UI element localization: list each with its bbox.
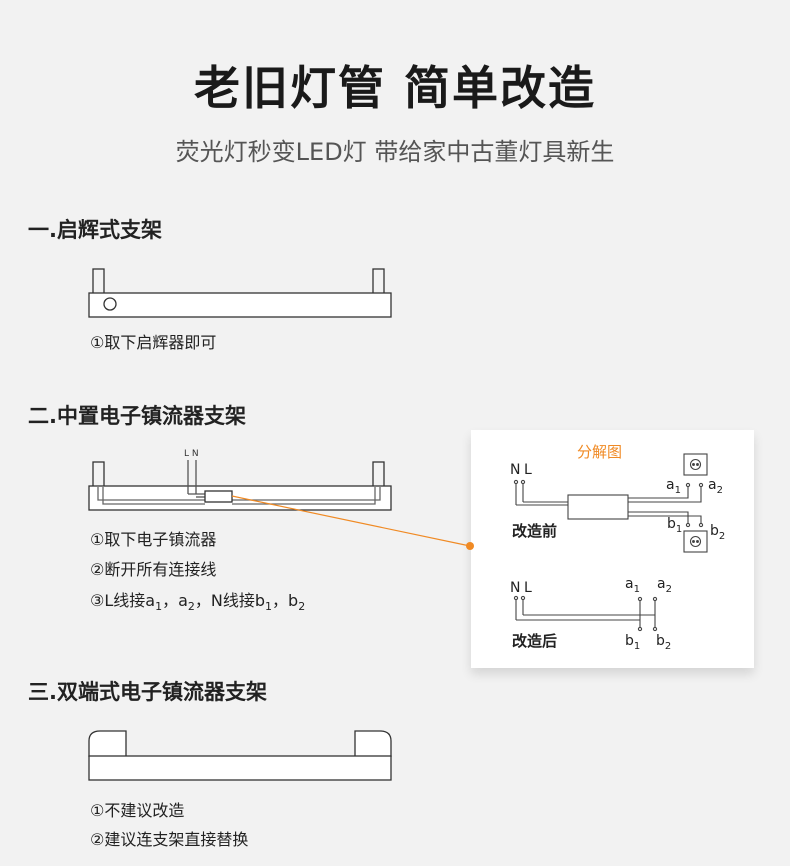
section-title-starter-bracket: 一.启辉式支架	[28, 218, 162, 242]
label-b1-after: b1	[625, 633, 641, 652]
label-after: 改造后	[512, 632, 558, 650]
label-a2-after: a2	[657, 576, 672, 595]
label-b2-after: b2	[656, 633, 672, 652]
page-subtitle: 荧光灯秒变LED灯 带给家中古董灯具新生	[175, 138, 615, 166]
section-title-center-ballast-bracket: 二.中置电子镇流器支架	[28, 404, 246, 428]
starter-icon	[103, 297, 117, 311]
note-double-end-2: ②建议连支架直接替换	[90, 830, 249, 849]
label-n-before: N	[510, 462, 521, 478]
ballast-wire-labels: L N	[184, 449, 199, 459]
starter-bracket-drawing	[88, 268, 392, 318]
label-b1-before: b1	[667, 516, 683, 535]
label-b2-before: b2	[710, 523, 726, 542]
exploded-view-title: 分解图	[577, 443, 623, 461]
label-a1-after: a1	[625, 576, 640, 595]
page-title: 老旧灯管 简单改造	[193, 61, 596, 115]
wiring-after-diagram	[513, 595, 658, 632]
label-l-after: L	[524, 580, 532, 596]
note-starter-1: ①取下启辉器即可	[90, 333, 217, 352]
label-n-after: N	[510, 580, 521, 596]
note-ballast-3: ③L线接a1，a2，N线接b1，b2	[90, 591, 306, 614]
label-before: 改造前	[512, 522, 558, 540]
note-ballast-1: ①取下电子镇流器	[90, 530, 217, 549]
wiring-before-diagram	[513, 453, 708, 553]
double-end-bracket-drawing	[88, 730, 392, 781]
callout-dot	[466, 542, 474, 550]
section-title-double-end-bracket: 三.双端式电子镇流器支架	[28, 680, 267, 704]
callout-line	[231, 495, 471, 547]
label-a2-before: a2	[708, 477, 723, 496]
label-a1-before: a1	[666, 477, 681, 496]
center-ballast-bracket-drawing	[88, 460, 392, 511]
ballast-box	[204, 490, 233, 503]
label-l-before: L	[524, 462, 532, 478]
note-double-end-1: ①不建议改造	[90, 801, 185, 820]
note-ballast-2: ②断开所有连接线	[90, 560, 217, 579]
